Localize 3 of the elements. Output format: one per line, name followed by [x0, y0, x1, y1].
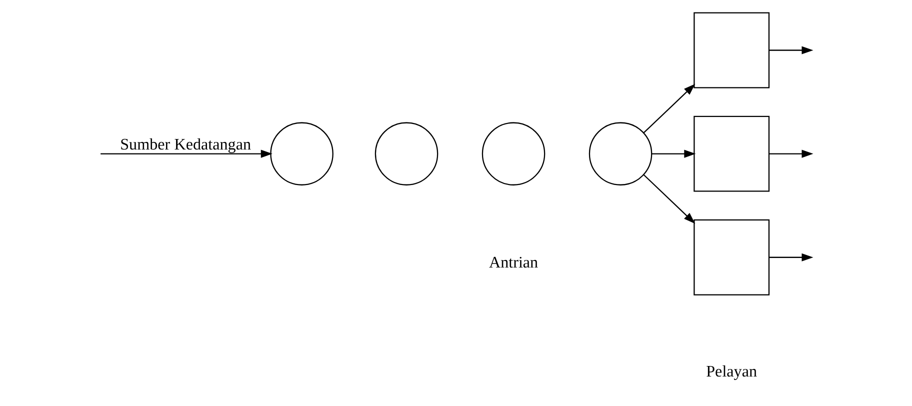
edge-label: Sumber Kedatangan — [120, 136, 252, 154]
label: Antrian — [488, 254, 538, 272]
label: Pelayan — [706, 364, 758, 381]
